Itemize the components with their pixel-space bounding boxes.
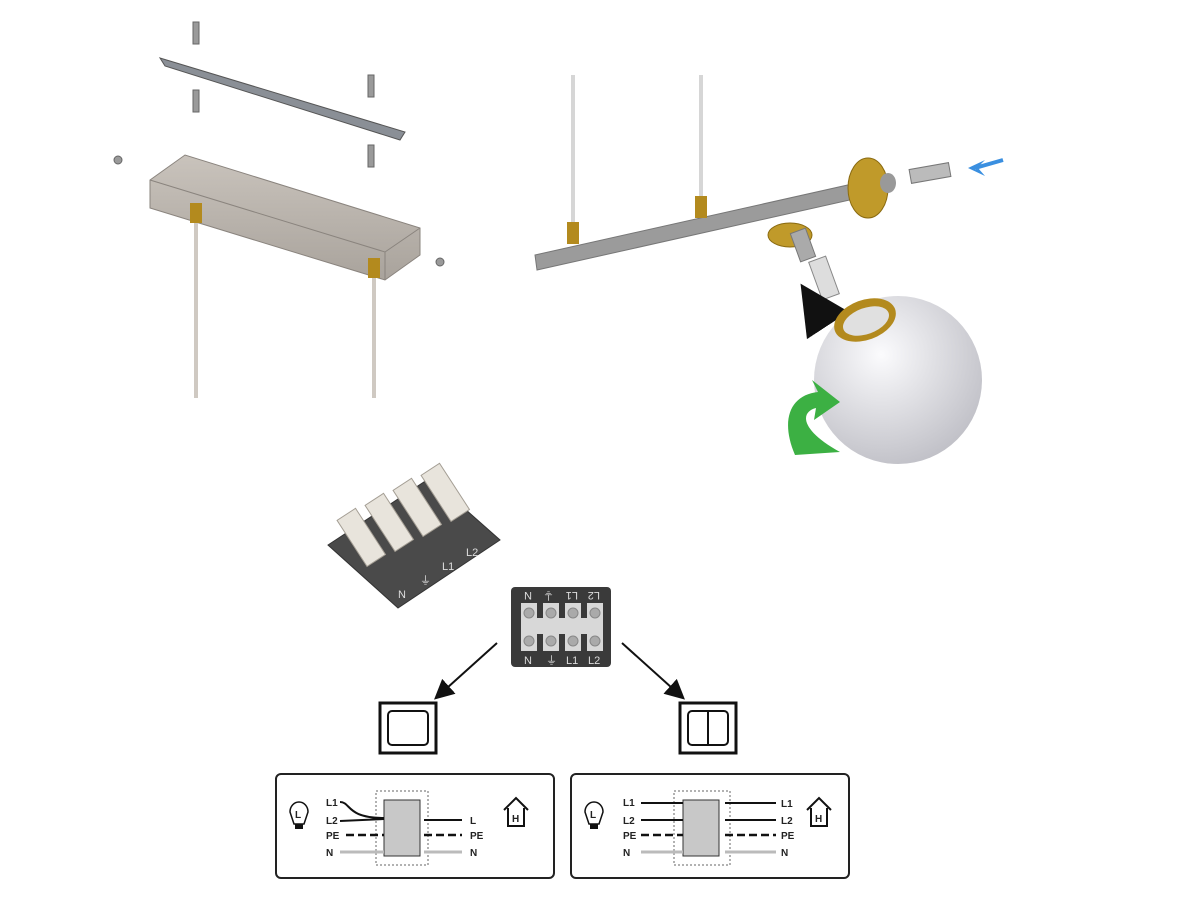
svg-text:L: L	[590, 810, 596, 821]
svg-text:L2: L2	[623, 816, 635, 827]
label-n: N	[524, 589, 532, 601]
label-l2: L2	[588, 655, 600, 667]
svg-text:PE: PE	[781, 831, 795, 842]
canopy-box	[149, 154, 421, 281]
svg-text:N: N	[781, 848, 788, 859]
single-switch-icon	[378, 701, 438, 755]
house-icon: H	[806, 796, 832, 827]
label-ground: ⏚	[420, 574, 431, 587]
svg-text:L1: L1	[623, 798, 635, 809]
svg-text:PE: PE	[623, 831, 637, 842]
mounting-bracket	[158, 57, 406, 141]
wiring-diagram-single-switch: L H L1 L2 PE N L PE N	[275, 773, 555, 879]
svg-text:PE: PE	[326, 831, 340, 842]
label-l1: L1	[566, 655, 578, 667]
svg-text:L1: L1	[781, 799, 793, 810]
label-n: N	[524, 655, 532, 667]
label-l2: L2	[466, 547, 478, 559]
cable-grip	[368, 258, 380, 278]
label-l2: L2	[588, 589, 600, 601]
svg-text:H: H	[512, 814, 519, 825]
svg-text:PE: PE	[470, 831, 484, 842]
label-ground: ⏚	[543, 589, 554, 602]
bulb-socket	[808, 255, 840, 301]
lamp-icon: L	[584, 801, 604, 829]
double-switch-icon	[678, 701, 738, 755]
svg-text:L2: L2	[326, 816, 338, 827]
lamp-bar	[534, 179, 873, 271]
svg-text:L: L	[295, 810, 301, 821]
arrow-blue-icon	[800, 283, 849, 340]
cable-grip	[190, 203, 202, 223]
svg-text:L1: L1	[326, 798, 338, 809]
svg-text:H: H	[815, 814, 822, 825]
house-icon: H	[503, 796, 529, 827]
lamp-bar-assembly	[534, 75, 1004, 464]
svg-text:N: N	[470, 848, 477, 859]
label-l1: L1	[566, 589, 578, 601]
bulb-socket	[908, 162, 952, 184]
screws	[113, 21, 445, 267]
arrow-to-single-switch	[434, 642, 498, 700]
ceiling-canopy-assembly	[113, 21, 445, 398]
terminal-block-photo: N ⏚ L1 L2	[327, 462, 501, 609]
wiring-diagram-double-switch: L H L1 L2 PE N L1 L2 PE N	[570, 773, 850, 879]
label-l1: L1	[442, 561, 454, 573]
rotate-arrow-icon	[788, 380, 840, 455]
svg-text:L: L	[470, 816, 476, 827]
lamp-icon: L	[289, 801, 309, 829]
label-ground: ⏚	[546, 654, 557, 667]
arrow-to-double-switch	[621, 642, 685, 700]
svg-text:L2: L2	[781, 816, 793, 827]
svg-text:N: N	[623, 848, 630, 859]
arrow-blue-icon	[968, 160, 1003, 176]
svg-text:N: N	[326, 848, 333, 859]
label-n: N	[398, 589, 406, 601]
terminal-schematic: N ⏚ L1 L2 N ⏚ L1 L2	[434, 587, 685, 700]
